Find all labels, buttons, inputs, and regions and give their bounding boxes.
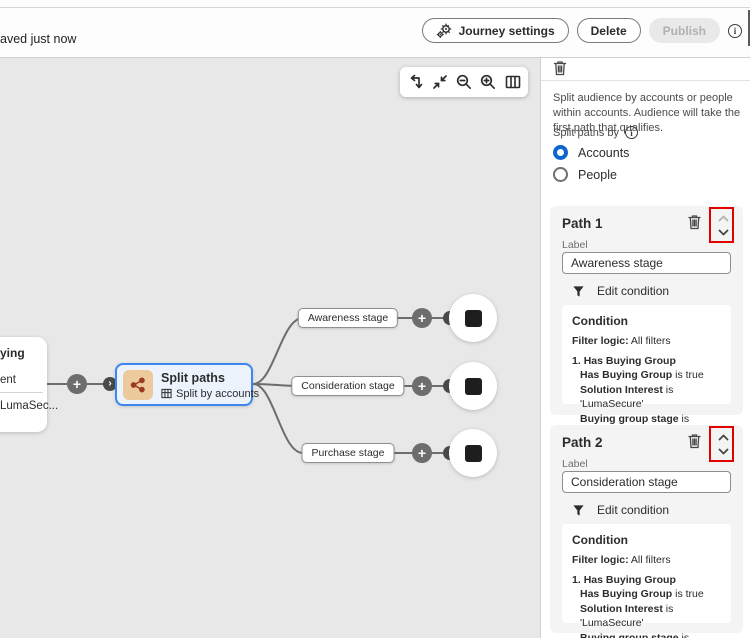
end-icon [464,377,482,395]
path-1-title: Path 1 [562,216,603,231]
save-status-text: aved just now [0,32,77,46]
condition-rule: Has Buying Group is true [580,369,704,381]
reorder-highlight-annotation [709,207,734,243]
condition-summary: Condition Filter logic: All filters 1. H… [562,524,731,638]
journey-settings-label: Journey settings [458,23,555,38]
move-path-down-icon[interactable] [716,446,730,456]
edit-condition-button[interactable]: Edit condition [572,284,669,298]
add-node-button[interactable]: + [412,308,432,328]
delete-label: Delete [590,23,627,38]
edit-condition-label: Edit condition [597,503,670,517]
panel-edge-divider [748,10,750,46]
condition-filter-logic: Filter logic: All filters [572,554,671,566]
condition-rule: Buying group stage is 'Consideration' [580,631,690,638]
edit-condition-label: Edit condition [597,284,670,298]
path-2-title: Path 2 [562,435,603,450]
condition-group: 1. Has Buying Group [572,355,676,367]
end-node[interactable] [449,294,497,342]
move-path-down-icon[interactable] [716,227,730,237]
source-node-text-3: LumaSec... [0,400,59,412]
branch-label-purchase[interactable]: Purchase stage [301,443,395,463]
canvas-toolbar [400,67,528,97]
move-path-up-icon[interactable] [716,213,730,223]
edit-condition-button[interactable]: Edit condition [572,503,669,517]
split-node-subtitle: Split by accounts [176,387,260,400]
edge-connectors [46,317,451,454]
path-1-label-input[interactable] [562,252,731,274]
info-icon[interactable]: i [625,126,639,139]
info-icon[interactable]: i [728,23,742,38]
condition-rule: Solution Interest is 'LumaSecure' [580,602,674,630]
condition-filter-logic: Filter logic: All filters [572,335,671,347]
radio-option-accounts[interactable]: Accounts [553,145,629,160]
path-1-card: Path 1 Label Edit [550,206,743,439]
radio-selected-icon [553,145,568,160]
publish-label: Publish [662,23,706,38]
condition-group: 1. Has Buying Group [572,574,676,586]
add-node-button[interactable]: + [412,443,432,463]
zoom-in-icon[interactable] [479,73,497,91]
condition-summary: Condition Filter logic: All filters 1. H… [562,305,731,439]
source-node-text-2: ent [0,374,16,386]
top-bar: aved just now Journey settings [0,0,750,57]
delete-path-icon[interactable] [687,433,702,449]
label-field-label: Label [562,239,588,251]
journey-settings-button[interactable]: Journey settings [421,18,569,43]
condition-title: Condition [572,533,628,547]
undo-icon[interactable] [406,73,424,91]
move-path-up-icon[interactable] [716,432,730,442]
condition-rule: Has Buying Group is true [580,588,704,600]
end-icon [464,309,482,327]
minimap-icon[interactable] [504,73,522,91]
source-node-text-1: ying [0,346,25,360]
filter-icon [572,285,585,298]
label-field-label: Label [562,458,588,470]
path-2-card: Path 2 Label Edit [550,425,743,638]
radio-people-label: People [578,167,617,182]
branch-label-awareness[interactable]: Awareness stage [297,308,399,328]
fit-view-icon[interactable] [431,73,449,91]
source-node[interactable]: ying ent LumaSec... [0,337,58,432]
filter-icon [572,504,585,517]
delete-node-icon[interactable] [553,60,567,76]
publish-button[interactable]: Publish [648,18,720,43]
split-paths-by-row: Split paths by i [553,126,639,139]
flow-arrow-icon[interactable]: › [103,377,117,391]
split-paths-icon [123,369,153,400]
split-node-title: Split paths [161,370,225,385]
path-2-label-input[interactable] [562,471,731,493]
radio-unselected-icon [553,167,568,182]
source-node-divider [0,392,43,393]
radio-accounts-label: Accounts [578,145,630,160]
reorder-highlight-annotation [709,426,734,462]
zoom-out-icon[interactable] [455,73,473,91]
delete-button[interactable]: Delete [576,18,641,43]
end-node[interactable] [449,362,497,410]
add-node-button[interactable]: + [412,376,432,396]
add-node-button[interactable]: + [67,374,87,394]
branch-label-consideration[interactable]: Consideration stage [291,376,405,396]
split-paths-settings-panel: Split audience by accounts or people wit… [540,57,750,638]
end-icon [464,444,482,462]
gear-icon [436,23,452,39]
split-paths-node[interactable]: Split paths Split by accounts [115,363,259,406]
split-by-grid-icon [161,388,172,399]
panel-divider [541,80,750,81]
split-paths-by-label: Split paths by [553,126,620,139]
delete-path-icon[interactable] [687,214,702,230]
end-node[interactable] [449,429,497,477]
panel-description: Split audience by accounts or people wit… [553,92,741,134]
condition-title: Condition [572,314,628,328]
topbar-actions: Journey settings Delete Publish i [421,18,742,43]
journey-canvas[interactable]: ying ent LumaSec... + › Split paths [0,57,540,638]
condition-rule: Solution Interest is 'LumaSecure' [580,383,674,411]
radio-option-people[interactable]: People [553,167,617,182]
